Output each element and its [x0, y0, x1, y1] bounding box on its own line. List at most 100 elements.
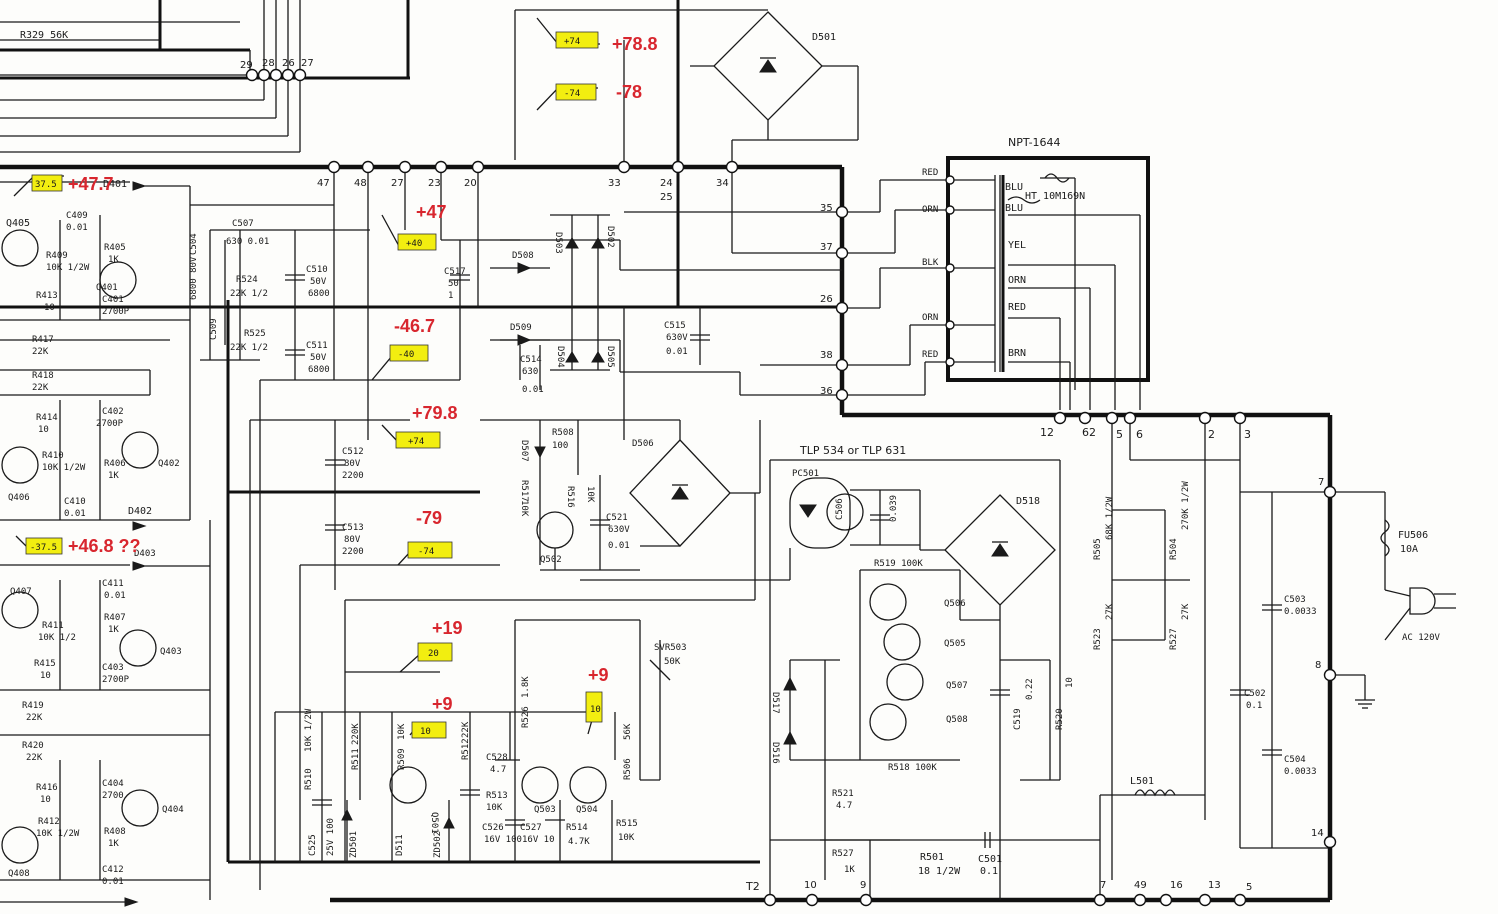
measured-minus79: -79 — [416, 508, 442, 528]
label-fu506-value: 10A — [1400, 544, 1418, 555]
pin-25: 25 — [660, 192, 673, 203]
pin-27: 27 — [301, 58, 314, 69]
label-r420: R420 — [22, 741, 44, 751]
label-q505: Q505 — [944, 639, 966, 649]
label-r416: R416 — [36, 783, 58, 793]
label-r409: R409 — [46, 251, 68, 261]
label-zd502: ZD502 — [433, 831, 443, 858]
pin-33: 33 — [608, 178, 621, 189]
measured-minus78: -78 — [616, 82, 642, 102]
label-r409-value: 10K 1/2W — [46, 263, 90, 273]
svg-text:+74: +74 — [408, 437, 424, 447]
pin-10: 10 — [804, 880, 817, 891]
secondary-brn: BRN — [1008, 348, 1026, 359]
label-d511: D511 — [395, 834, 405, 856]
label-opto: TLP 534 or TLP 631 — [799, 444, 906, 457]
label-c527: C527 — [520, 823, 542, 833]
label-r525: R525 — [244, 329, 266, 339]
label-r520: R520 — [1055, 708, 1065, 730]
label-c509: C509 — [209, 318, 219, 340]
label-svr503-value: 50K — [664, 657, 681, 667]
label-c503-value: 0.0033 — [1284, 607, 1317, 617]
label-q504: Q504 — [576, 805, 598, 815]
label-r413: R413 — [36, 291, 58, 301]
label-c410-value: 0.01 — [64, 509, 86, 519]
label-d502: D502 — [605, 226, 615, 248]
label-svr503: SVR503 — [654, 643, 687, 653]
pin-t2: T2 — [745, 880, 760, 893]
label-r406: R406 — [104, 459, 126, 469]
pin-12: 12 — [1040, 426, 1054, 439]
label-c526: C526 — [482, 823, 504, 833]
flag-minus37p5: -37.5 — [15, 535, 63, 555]
label-q402: Q402 — [158, 459, 180, 469]
label-c519-value: 0.22 — [1025, 678, 1035, 700]
label-r406-value: 1K — [108, 471, 119, 481]
label-d503: D503 — [553, 232, 563, 254]
svg-text:+74: +74 — [564, 37, 580, 47]
transformer: NPT-1644 HT 10M169N RED ORN BLK ORN RED … — [922, 136, 1150, 410]
label-c525-value: 25V 100 — [326, 818, 336, 856]
pin-ac-8: 8 — [1315, 660, 1321, 671]
label-c506: C506 — [835, 498, 845, 520]
label-d506: D506 — [632, 439, 654, 449]
label-d501: D501 — [812, 32, 836, 43]
label-c517-v2: 1 — [448, 291, 453, 301]
measured-plus79p8: +79.8 — [412, 403, 458, 423]
label-c521-v2: 0.01 — [608, 541, 630, 551]
label-r413-value: 10 — [44, 303, 55, 313]
q502-d506-section: R508 100 D507 R517 10K R516 10K Q502 C52… — [480, 307, 761, 571]
label-c519: C519 — [1013, 708, 1023, 730]
label-r505: R505 — [1093, 538, 1103, 560]
pin-13: 13 — [1208, 880, 1221, 891]
label-r516: R516 — [565, 486, 575, 508]
label-c511: C511 — [306, 341, 328, 351]
label-d516: D516 — [770, 742, 780, 764]
transformer-connectors: 35 37 26 38 36 — [820, 179, 950, 402]
label-r517: R517 — [519, 480, 529, 502]
label-r527b-value: 1K — [844, 865, 855, 875]
label-c411-value: 0.01 — [104, 591, 126, 601]
measured-plus9-left: +9 — [432, 694, 453, 714]
label-r513: R513 — [486, 791, 508, 801]
label-d508: D508 — [512, 251, 534, 261]
label-r408-value: 1K — [108, 839, 119, 849]
label-c514-v1: 630 — [522, 367, 538, 377]
pin-5: 5 — [1116, 428, 1123, 441]
label-c526-value: 16V 100 — [484, 835, 522, 845]
label-r516-value: 10K — [585, 486, 595, 503]
svg-text:10: 10 — [420, 727, 431, 737]
svg-text:10: 10 — [590, 705, 601, 715]
label-r506: R506 — [623, 758, 633, 780]
label-r506-value: 56K — [623, 723, 633, 740]
pin-20: 20 — [464, 178, 477, 189]
svg-text:-40: -40 — [398, 350, 414, 360]
label-d401: D401 — [103, 179, 127, 190]
label-c503: C503 — [1284, 595, 1306, 605]
label-c402: C402 — [102, 407, 124, 417]
pin-ac-7: 7 — [1318, 477, 1324, 488]
label-r405-value: 1K — [108, 255, 119, 265]
label-r519: R519 100K — [874, 559, 923, 569]
flag-20: 20 — [399, 642, 453, 673]
label-r521-value: 4.7 — [836, 801, 852, 811]
svg-text:-74: -74 — [418, 547, 434, 557]
svg-text:+40: +40 — [406, 239, 422, 249]
label-r418: R418 — [32, 371, 54, 381]
label-r524-value: 22K 1/2 — [230, 289, 268, 299]
label-c504: C504 — [189, 233, 199, 255]
label-r524: R524 — [236, 275, 258, 285]
label-ac: AC 120V — [1402, 633, 1441, 643]
label-c501-value: 0.1 — [980, 866, 998, 877]
label-c502-value: 0.1 — [1246, 701, 1262, 711]
label-r505-value: 68K 1/2W — [1105, 496, 1115, 540]
label-r525-value: 22K 1/2 — [230, 343, 268, 353]
label-r527: R527 — [1169, 628, 1179, 650]
connector-bottom-right: 12 62 5 6 2 3 — [1040, 411, 1251, 880]
label-c512-v2: 2200 — [342, 471, 364, 481]
label-c401-value: 2700P — [102, 307, 130, 317]
d516-d517-section: D517 D516 R521 4.7 — [770, 659, 900, 880]
label-c412-value: 0.01 — [102, 877, 124, 887]
measured-minus46p7: -46.7 — [394, 316, 435, 336]
measured-annotations: +78.8 -78 +47.7 +47 -46.7 +79.8 +46.8 ??… — [68, 34, 658, 714]
